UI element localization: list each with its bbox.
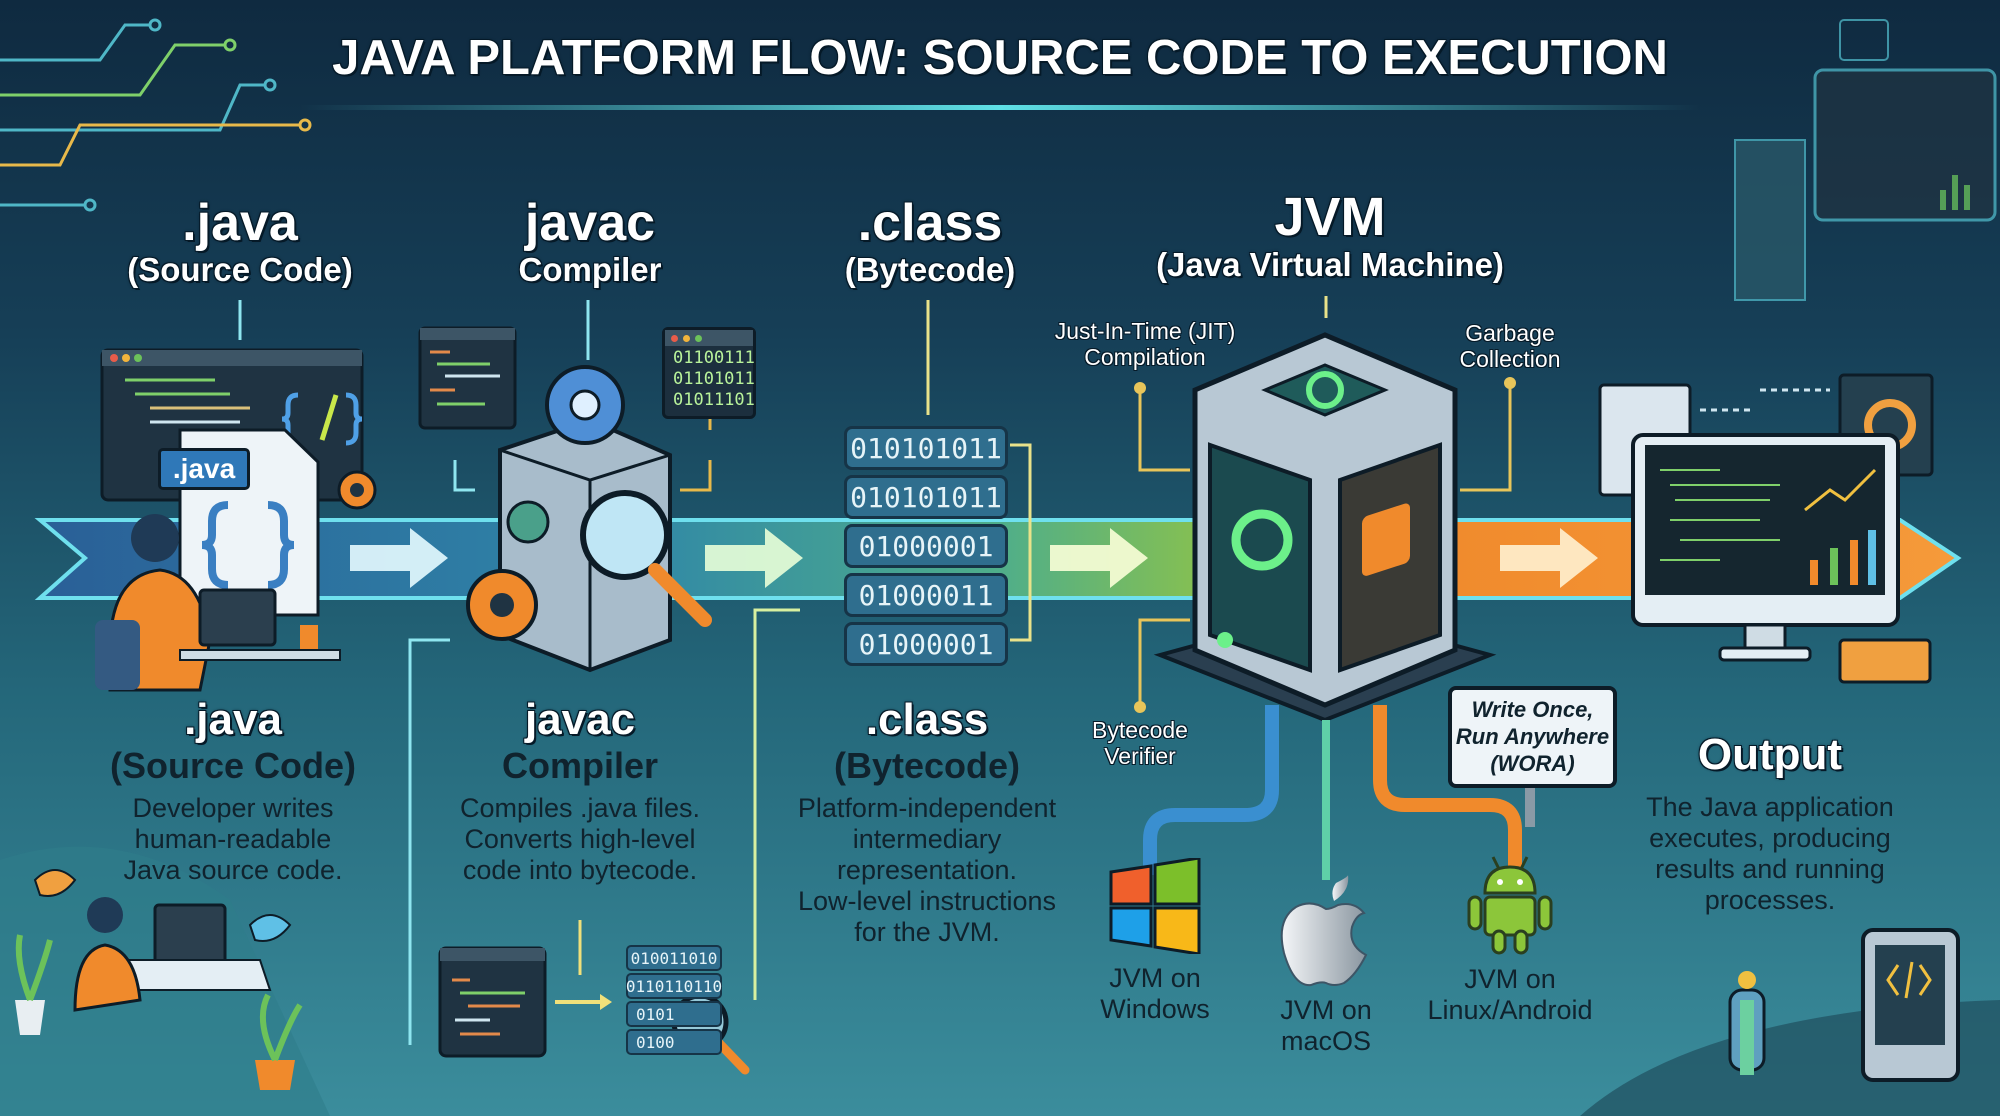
desc-line: Java source code. (123, 855, 343, 885)
label-line: JVM on (1109, 963, 1201, 993)
desc-line: human-readable (134, 824, 332, 854)
stage-top-class: .class (Bytecode) (780, 195, 1080, 289)
platform-macos: JVM on macOS (1246, 875, 1406, 1057)
java-file-badge: .java (158, 448, 250, 490)
platform-windows: JVM on Windows (1075, 856, 1235, 1025)
title-underline (300, 105, 1700, 110)
mini-source-window (418, 326, 517, 430)
stage-bottom-java: .java (Source Code) Developer writes hum… (83, 695, 383, 886)
platform-label: JVM on macOS (1246, 995, 1406, 1057)
label-line: JVM on (1280, 995, 1372, 1025)
android-logo-icon (1467, 856, 1553, 955)
compiler-machine-illustration (466, 365, 712, 673)
desc-line: for the JVM. (854, 917, 1000, 947)
output-section: Output The Java application executes, pr… (1600, 728, 1940, 916)
developer-desk-illustration (0, 846, 330, 1116)
stage-name: .class (865, 695, 989, 744)
binary-line: 01011101 (673, 390, 755, 410)
garbage-collection-label: Garbage Collection (1420, 320, 1600, 372)
bytecode-block: 01000011 (844, 573, 1008, 617)
workstation-illustration (1734, 19, 1997, 301)
sign-line: Run Anywhere (1455, 724, 1610, 749)
platform-paths (1143, 705, 1522, 880)
stage-top-javac: javac Compiler (440, 195, 740, 289)
stage-name: .java (182, 194, 298, 252)
stage-sub: (Bytecode) (833, 745, 1021, 786)
compiled-binary-window: 01100111 01101011 01011101 (662, 327, 756, 419)
stage-desc: Platform-independent intermediary repres… (767, 793, 1087, 948)
bytecode-verifier-label: Bytecode Verifier (1060, 717, 1220, 769)
jit-compilation-label: Just-In-Time (JIT) Compilation (1030, 318, 1260, 370)
mini-bytecode-block: 0100 (626, 1029, 722, 1055)
output-desc: The Java application executes, producing… (1600, 792, 1940, 916)
desc-line: intermediary (852, 824, 1002, 854)
label-line: Collection (1459, 346, 1561, 372)
stage-name: javac (524, 194, 656, 252)
bytecode-block: 010101011 (844, 426, 1008, 470)
desc-line: The Java application (1646, 792, 1894, 822)
stage-desc: Developer writes human-readable Java sou… (83, 793, 383, 886)
mini-bytecode-block: 0101 (626, 1001, 722, 1027)
stage-sub: (Java Virtual Machine) (1156, 246, 1504, 283)
stage-sub: (Source Code) (127, 251, 353, 288)
band-arrows (350, 528, 1598, 588)
desc-line: Converts high-level (464, 824, 696, 854)
bytecode-block: 010101011 (844, 475, 1008, 519)
label-line: Verifier (1104, 743, 1176, 769)
platform-label: JVM on Linux/Android (1410, 964, 1610, 1026)
platform-label: JVM on Windows (1075, 963, 1235, 1025)
label-line: Just-In-Time (JIT) (1054, 318, 1236, 344)
stage-bottom-class: .class (Bytecode) Platform-independent i… (767, 695, 1087, 948)
label-line: Compilation (1084, 344, 1206, 370)
bytecode-block: 01000001 (844, 622, 1008, 666)
output-monitor-illustration (1598, 373, 1934, 684)
stage-top-java: .java (Source Code) (90, 195, 390, 289)
bytecode-block: 01000001 (844, 524, 1008, 568)
desc-line: processes. (1704, 885, 1836, 915)
wora-sign (1448, 686, 1617, 827)
desc-line: Compiles .java files. (459, 793, 701, 823)
stage-sub: Compiler (518, 251, 662, 288)
label-line: Garbage (1465, 320, 1555, 346)
apple-logo-icon (1280, 875, 1368, 987)
mini-bytecode-block: 0110110110 (626, 973, 722, 999)
desc-line: executes, producing (1649, 823, 1891, 853)
page-title: JAVA PLATFORM FLOW: SOURCE CODE TO EXECU… (332, 31, 1668, 85)
label-line: macOS (1280, 1026, 1372, 1056)
stage-name: .java (184, 695, 282, 744)
desc-line: results and running (1655, 854, 1885, 884)
developer-illustration (95, 514, 341, 692)
stage-name: JVM (1274, 187, 1386, 247)
stage-name: .class (857, 194, 1003, 252)
wora-sign-text: Write Once, Run Anywhere (WORA) (1450, 696, 1615, 777)
stage-sub: Compiler (501, 745, 659, 786)
mini-bytecode-block: 010011010 (626, 945, 722, 971)
binary-line: 01101011 (673, 369, 755, 389)
platform-android: JVM on Linux/Android (1410, 855, 1610, 1026)
desc-line: code into bytecode. (462, 855, 698, 885)
jvm-tower-illustration (1153, 332, 1497, 723)
desc-line: representation. (836, 855, 1018, 885)
sign-line: (WORA) (1490, 751, 1575, 776)
circuit-lines (0, 18, 312, 212)
sign-line: Write Once, (1471, 697, 1594, 722)
stage-top-jvm: JVM (Java Virtual Machine) (1100, 188, 1560, 284)
label-line: Windows (1100, 994, 1210, 1024)
stage-sub: (Source Code) (109, 745, 357, 786)
output-title: Output (1697, 730, 1843, 779)
stage-bottom-javac: javac Compiler Compiles .java files. Con… (430, 695, 730, 886)
stage-name: javac (524, 695, 636, 744)
windows-logo-icon (1109, 856, 1201, 956)
label-line: Linux/Android (1427, 995, 1593, 1025)
binary-line: 01100111 (673, 348, 755, 368)
desc-line: Developer writes (132, 793, 334, 823)
label-line: JVM on (1464, 964, 1556, 994)
stage-desc: Compiles .java files. Converts high-leve… (430, 793, 730, 886)
desc-line: Low-level instructions (797, 886, 1057, 916)
label-line: Bytecode (1092, 717, 1188, 743)
bottom-right-decoration (1580, 928, 2000, 1116)
desc-line: Platform-independent (797, 793, 1057, 823)
stage-sub: (Bytecode) (844, 251, 1016, 288)
